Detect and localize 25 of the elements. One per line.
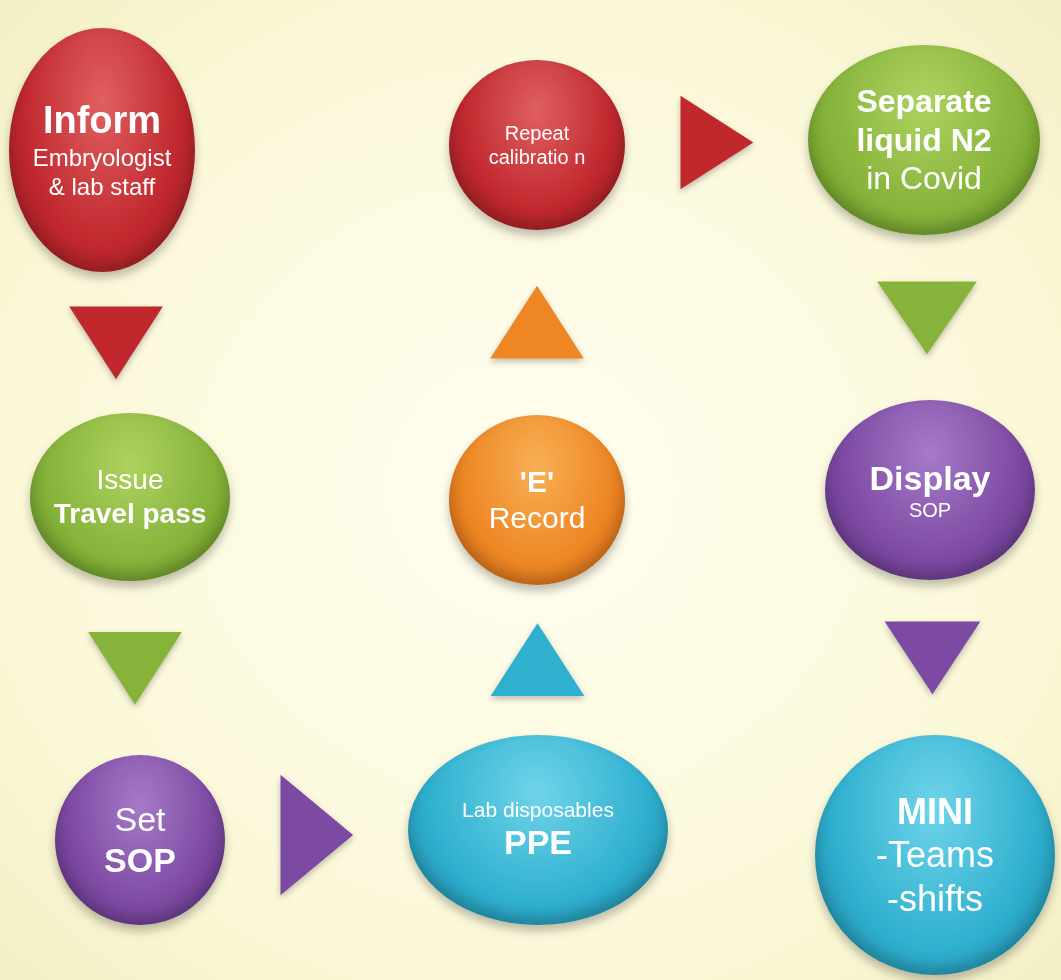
triangle-arrow — [88, 632, 182, 705]
node-text: Repeat calibratio n — [488, 121, 586, 169]
triangle-arrow — [280, 774, 354, 896]
node-text: 'E' — [519, 464, 555, 500]
node-text: -Teams — [876, 833, 994, 877]
triangle-arrow — [680, 95, 754, 190]
node-text: MINI — [897, 790, 973, 834]
triangle-arrow — [877, 281, 977, 355]
triangle-arrow — [490, 623, 585, 696]
triangle-arrow — [69, 306, 163, 380]
triangle-arrow — [490, 285, 584, 359]
node-text: -shifts — [887, 876, 983, 920]
node-text: Display — [869, 457, 991, 499]
node-text: PPE — [503, 822, 572, 863]
node-text: SOP — [104, 840, 176, 881]
triangle-arrow — [884, 621, 981, 695]
node-text: Inform — [42, 98, 162, 144]
node-text: Lab disposables — [462, 797, 614, 823]
node-text: SOP — [908, 498, 952, 523]
node-text: Set — [114, 799, 166, 840]
node-text: Record — [488, 500, 586, 536]
node-text: Travel pass — [53, 497, 207, 531]
node-text: Embryologist & lab staff — [31, 144, 173, 202]
node-text: in Covid — [866, 159, 982, 198]
node-text: Issue — [96, 463, 164, 497]
